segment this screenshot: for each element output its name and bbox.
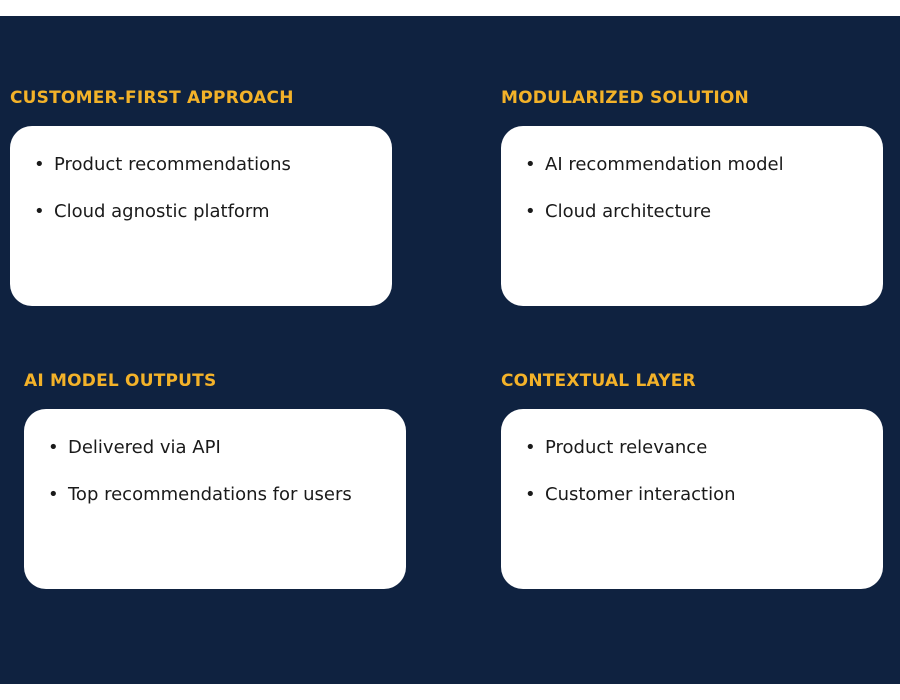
- list-item: • Delivered via API: [48, 435, 376, 461]
- list-item-text: Product recommendations: [54, 154, 291, 175]
- list-item: • Top recommendations for users: [48, 482, 376, 508]
- list-item-text: Top recommendations for users: [68, 484, 352, 505]
- bullet-icon: •: [525, 437, 536, 458]
- bullet-icon: •: [34, 154, 45, 175]
- list-item: • Customer interaction: [525, 482, 853, 508]
- list-item-text: Cloud agnostic platform: [54, 201, 270, 222]
- bullet-icon: •: [525, 484, 536, 505]
- list-item-text: Delivered via API: [68, 437, 221, 458]
- section-card: • Product relevance • Customer interaction: [501, 409, 883, 589]
- list-item-text: Customer interaction: [545, 484, 736, 505]
- bullet-icon: •: [34, 201, 45, 222]
- bullet-icon: •: [525, 201, 536, 222]
- section-heading: MODULARIZED SOLUTION: [501, 88, 749, 108]
- section-card: • Delivered via API • Top recommendations …: [24, 409, 406, 589]
- bullet-icon: •: [525, 154, 536, 175]
- section-heading: AI MODEL OUTPUTS: [24, 371, 217, 391]
- section-heading: CUSTOMER-FIRST APPROACH: [10, 88, 294, 108]
- list-item-text: AI recommendation model: [545, 154, 784, 175]
- list-item-text: Product relevance: [545, 437, 708, 458]
- diagram-canvas: CUSTOMER-FIRST APPROACH • Product recomme…: [0, 16, 900, 684]
- list-item-text: Cloud architecture: [545, 201, 712, 222]
- list-item: • Cloud agnostic platform: [34, 199, 362, 225]
- section-card: • Product recommendations • Cloud agnostic…: [10, 126, 392, 306]
- section-heading: CONTEXTUAL LAYER: [501, 371, 696, 391]
- bullet-icon: •: [48, 484, 59, 505]
- bullet-list: • Product recommendations • Cloud agnostic…: [34, 152, 362, 225]
- bullet-list: • Product relevance • Customer interaction: [525, 435, 853, 508]
- section-card: • AI recommendation model • Cloud architec…: [501, 126, 883, 306]
- list-item: • Cloud architecture: [525, 199, 853, 225]
- bullet-list: • AI recommendation model • Cloud architec…: [525, 152, 853, 225]
- bullet-icon: •: [48, 437, 59, 458]
- bullet-list: • Delivered via API • Top recommendations …: [48, 435, 376, 508]
- list-item: • AI recommendation model: [525, 152, 853, 178]
- list-item: • Product relevance: [525, 435, 853, 461]
- list-item: • Product recommendations: [34, 152, 362, 178]
